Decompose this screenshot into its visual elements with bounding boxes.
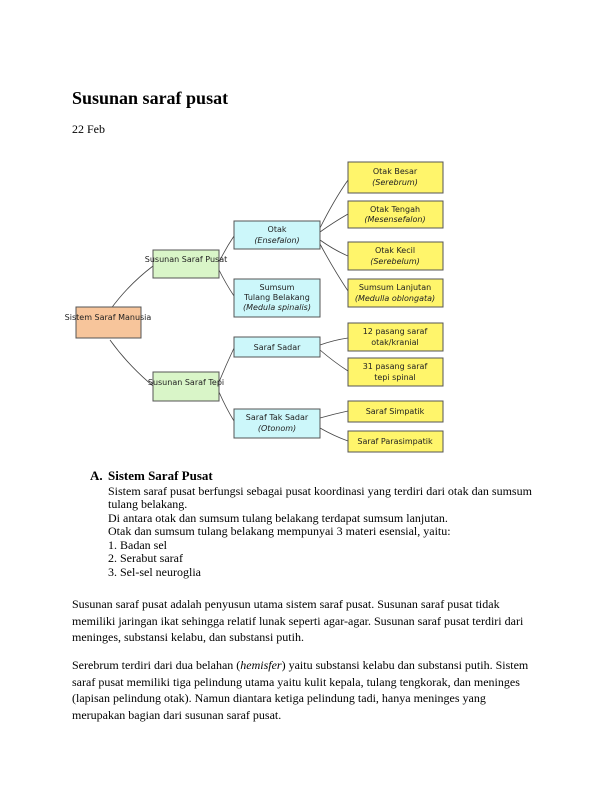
box-otak-kecil: Otak Kecil (Serebelum) bbox=[347, 241, 444, 271]
box-parasimpatik-label: Saraf Parasimpatik bbox=[357, 437, 433, 446]
box-31-pasang-saraf: 31 pasang saraf tepi spinal bbox=[347, 357, 444, 387]
box-sst-label: Susunan Saraf Tepi bbox=[148, 378, 224, 387]
box-kecil-label: Otak Kecil bbox=[375, 246, 415, 255]
box-12pasang-frame bbox=[347, 322, 444, 352]
list-item: 3. Sel-sel neuroglia bbox=[108, 564, 201, 579]
box-parasimpatik-frame bbox=[347, 430, 444, 453]
box-root-label: Sistem Saraf Manusia bbox=[65, 313, 152, 322]
section-p2: Di antara otak dan sumsum tulang belakan… bbox=[108, 510, 448, 525]
section-p3: Otak dan sumsum tulang belakang mempunya… bbox=[108, 524, 451, 538]
box-sumsum-label-2: Tulang Belakang bbox=[243, 293, 310, 302]
box-susunan-saraf-tepi: Susunan Saraf Tepi bbox=[148, 371, 224, 402]
section-letter: A. bbox=[90, 468, 103, 483]
box-sumsum-frame bbox=[233, 278, 321, 318]
box-lanjutan-frame bbox=[347, 278, 444, 308]
box-saraf-parasimpatik: Saraf Parasimpatik bbox=[347, 430, 444, 453]
box-besar-frame bbox=[347, 161, 444, 194]
box-otak-besar: Otak Besar (Serebrum) bbox=[347, 161, 444, 194]
box-otak-latin: (Ensefalon) bbox=[254, 236, 299, 245]
paragraph-susunan-saraf: Susunan saraf pusat adalah penyusun utam… bbox=[72, 597, 524, 644]
post-date: 22 Feb bbox=[72, 122, 105, 136]
section-body: Sistem saraf pusat berfungsi sebagai pus… bbox=[108, 483, 550, 580]
box-31pasang-frame bbox=[347, 357, 444, 387]
box-saraf-simpatik: Saraf Simpatik bbox=[347, 400, 444, 423]
box-susunan-saraf-pusat: Susunan Saraf Pusat bbox=[145, 249, 227, 279]
box-saraf-tak-sadar: Saraf Tak Sadar (Otonom) bbox=[233, 408, 321, 439]
paragraph-serebrum: Serebrum terdiri dari dua belahan (hemis… bbox=[72, 657, 542, 723]
box-simpatik-label: Saraf Simpatik bbox=[366, 407, 425, 416]
box-otak-label: Otak bbox=[268, 225, 287, 234]
box-12pasang-label-2: otak/kranial bbox=[371, 338, 419, 347]
materi-list: 1. Badan sel 2. Serabut saraf 3. Sel-sel… bbox=[108, 537, 550, 580]
box-sumsum-label-1: Sumsum bbox=[260, 283, 295, 292]
box-sumsum-tulang-belakang: Sumsum Tulang Belakang (Medula spinalis) bbox=[233, 278, 321, 318]
box-12-pasang-saraf: 12 pasang saraf otak/kranial bbox=[347, 322, 444, 352]
page-title: Susunan saraf pusat bbox=[72, 88, 229, 108]
section-p1: Sistem saraf pusat berfungsi sebagai pus… bbox=[108, 483, 532, 511]
box-kecil-latin: (Serebelum) bbox=[370, 257, 420, 266]
box-tengah-label: Otak Tengah bbox=[370, 205, 420, 214]
box-sadar-label: Saraf Sadar bbox=[254, 343, 301, 352]
section-heading-text: Sistem Saraf Pusat bbox=[108, 468, 213, 483]
box-sst-frame bbox=[152, 371, 220, 402]
box-tengah-latin: (Mesensefalon) bbox=[364, 215, 425, 224]
box-otak: Otak (Ensefalon) bbox=[233, 220, 321, 250]
box-kecil-frame bbox=[347, 241, 444, 271]
box-taksadar-frame bbox=[233, 408, 321, 439]
box-ssp-frame bbox=[152, 249, 220, 279]
paragraph-serebrum-a: Serebrum terdiri dari dua belahan ( bbox=[72, 658, 241, 672]
box-sumsum-lanjutan: Sumsum Lanjutan (Medulla oblongata) bbox=[347, 278, 444, 308]
box-taksadar-latin: (Otonom) bbox=[258, 424, 296, 433]
box-root: Sistem Saraf Manusia bbox=[65, 306, 152, 339]
box-31pasang-label-1: 31 pasang saraf bbox=[363, 362, 428, 371]
section-heading: A. Sistem Saraf Pusat bbox=[90, 469, 550, 483]
paragraph-serebrum-b: ) yaitu substansi kelabu dan substansi p… bbox=[72, 658, 529, 722]
box-lanjutan-latin: (Medulla oblongata) bbox=[355, 294, 435, 303]
box-besar-label: Otak Besar bbox=[373, 167, 418, 176]
box-sadar-frame bbox=[233, 336, 321, 358]
box-besar-latin: (Serebrum) bbox=[372, 178, 418, 187]
box-otak-frame bbox=[233, 220, 321, 250]
box-root-frame bbox=[75, 306, 142, 339]
box-lanjutan-label: Sumsum Lanjutan bbox=[359, 283, 431, 292]
box-otak-tengah: Otak Tengah (Mesensefalon) bbox=[347, 200, 444, 229]
box-simpatik-frame bbox=[347, 400, 444, 423]
box-ssp-label: Susunan Saraf Pusat bbox=[145, 255, 227, 264]
box-tengah-frame bbox=[347, 200, 444, 229]
section-sistem-saraf-pusat: A. Sistem Saraf Pusat Sistem saraf pusat … bbox=[90, 469, 550, 579]
list-item: 2. Serabut saraf bbox=[108, 551, 183, 565]
box-12pasang-label-1: 12 pasang saraf bbox=[363, 327, 428, 336]
box-saraf-sadar: Saraf Sadar bbox=[233, 336, 321, 358]
box-taksadar-label: Saraf Tak Sadar bbox=[246, 413, 309, 422]
box-sumsum-latin: (Medula spinalis) bbox=[243, 303, 311, 312]
connector-lines bbox=[109, 179, 349, 442]
list-item: 1. Badan sel bbox=[108, 537, 167, 552]
box-31pasang-label-2: tepi spinal bbox=[374, 373, 416, 382]
term-hemisfer: hemisfer bbox=[240, 658, 282, 672]
